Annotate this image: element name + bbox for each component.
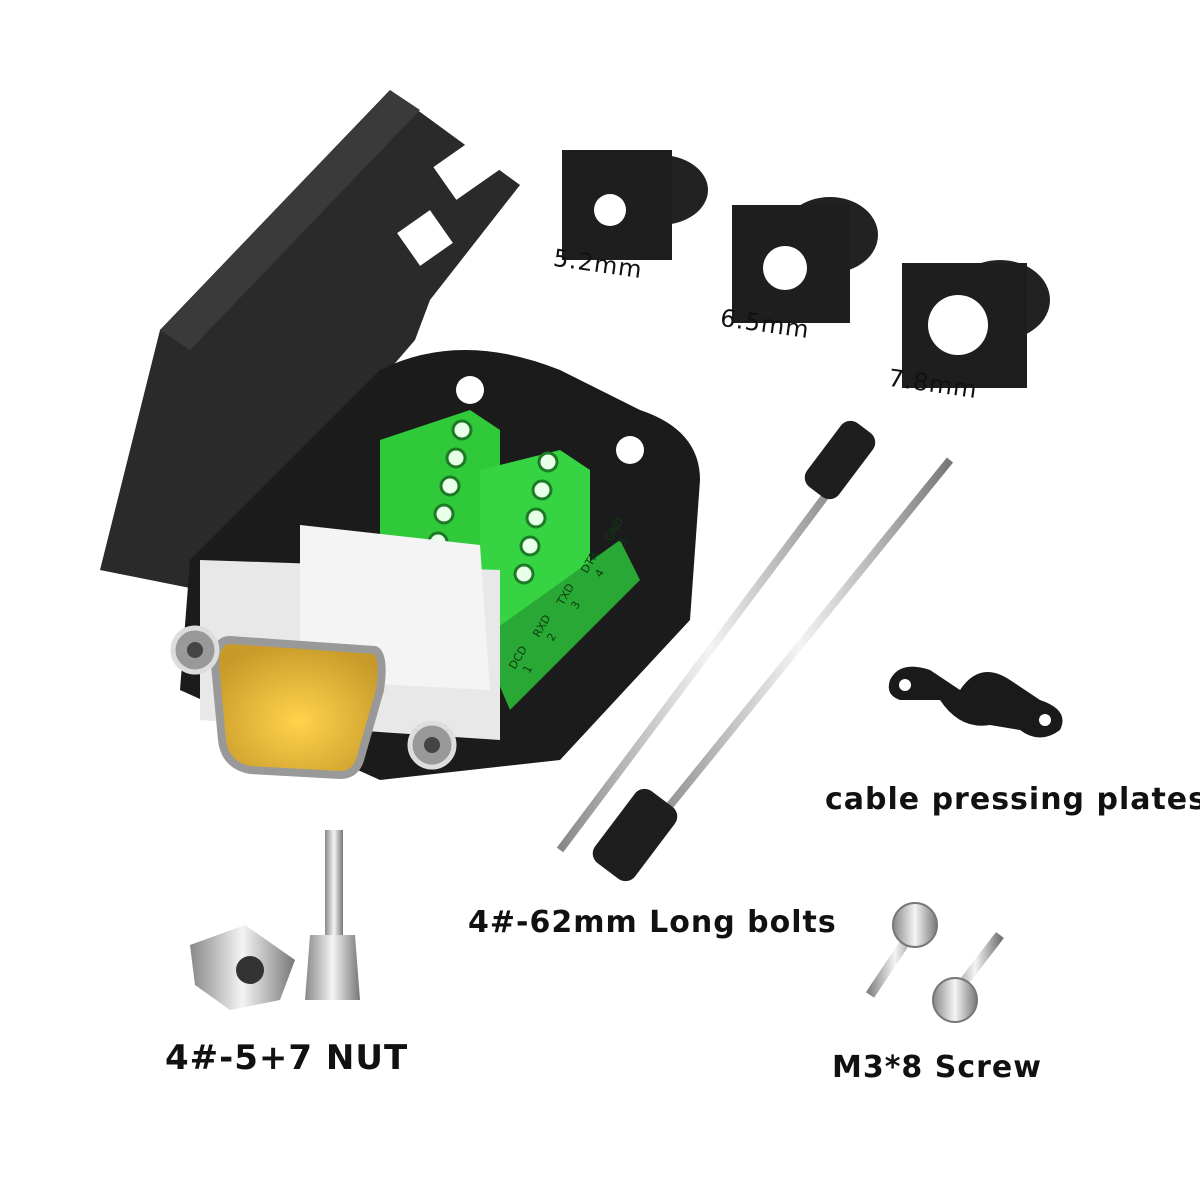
- terminal-screw: [439, 475, 461, 497]
- terminal-screw: [513, 563, 535, 585]
- screw-label: M3*8 Screw: [832, 1050, 1042, 1085]
- terminal-screw: [531, 479, 553, 501]
- cable-plates-label: cable pressing plates: [825, 782, 1200, 817]
- terminal-screw: [451, 419, 473, 441]
- terminal-screw: [445, 447, 467, 469]
- housing-cover: [100, 90, 520, 590]
- grommet-7-8mm: [902, 260, 1050, 388]
- terminal-screw: [537, 451, 559, 473]
- long-bolts-label: 4#-62mm Long bolts: [468, 905, 837, 940]
- grommet-5-2mm: [562, 150, 708, 260]
- terminal-screw: [433, 503, 455, 525]
- terminal-screw: [525, 507, 547, 529]
- db9-connector: [170, 525, 500, 780]
- m3-screws: [865, 902, 1004, 1023]
- terminal-screw: [519, 535, 541, 557]
- standoff-nuts: [190, 830, 360, 1010]
- cable-pressing-plate: [888, 666, 1063, 738]
- long-bolts: [556, 420, 954, 882]
- nut-label: 4#-5+7 NUT: [165, 1038, 409, 1078]
- grommet-6-5mm: [732, 197, 878, 323]
